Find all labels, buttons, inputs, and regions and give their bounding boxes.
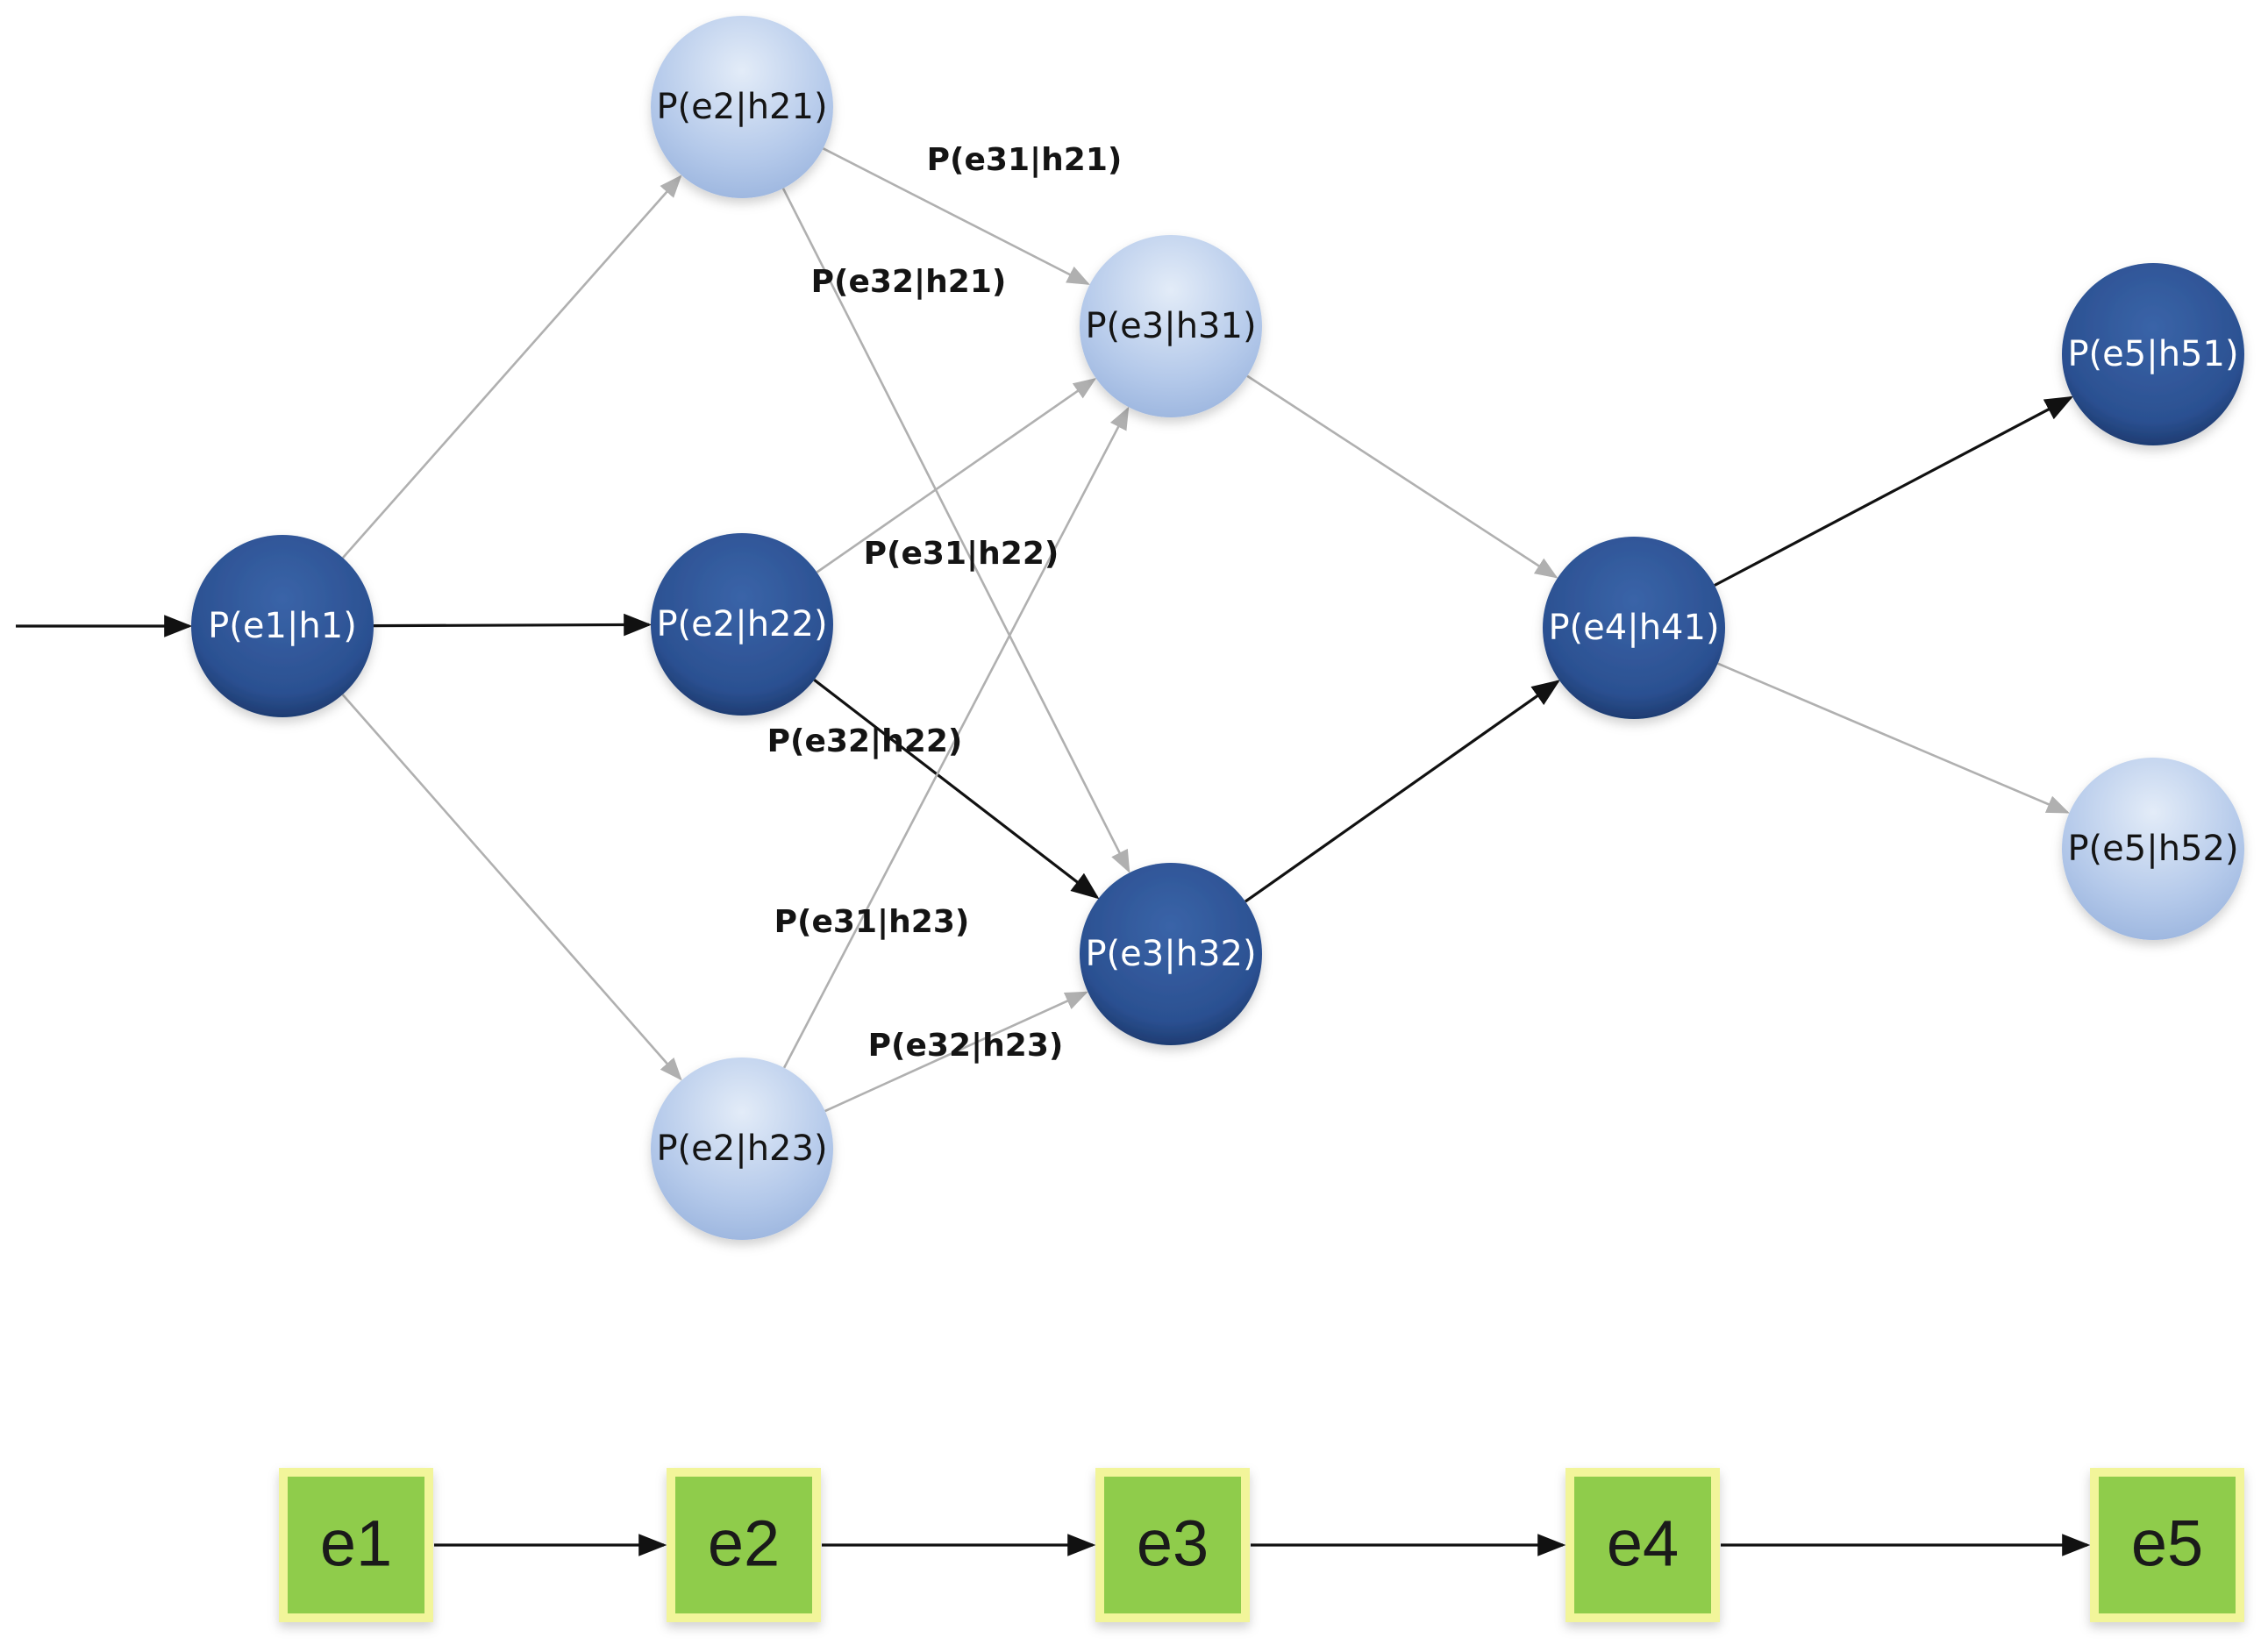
evidence-box-e3: e3 xyxy=(1095,1468,1250,1622)
evidence-box-label: e4 xyxy=(1607,1507,1679,1580)
node-n-e2-h23: P(e2|h23) xyxy=(651,1058,833,1240)
nodes-layer: P(e1|h1) P(e2|h21) P(e2|h22) P(e2|h23) P(e3|… xyxy=(191,16,2244,1240)
edge-n_e2_h23-to-n_e3_h31 xyxy=(782,406,1130,1069)
edge-n_e4_h41-to-n_e5_h52 xyxy=(1717,662,2070,814)
node-label: P(e5|h52) xyxy=(2067,829,2238,869)
edge-n_e2_h22-to-n_e3_h31 xyxy=(816,378,1097,573)
edge-label: P(e32|h21) xyxy=(811,264,1007,300)
evidence-box-label: e3 xyxy=(1137,1507,1209,1580)
edge-label: P(e32|h23) xyxy=(868,1028,1064,1064)
node-label: P(e3|h31) xyxy=(1085,306,1256,346)
node-n-e2-h21: P(e2|h21) xyxy=(651,16,833,198)
evidence-sequence: e1 e2 e3 e4 e5 xyxy=(279,1468,2244,1622)
node-label: P(e2|h21) xyxy=(656,87,827,127)
node-label: P(e2|h22) xyxy=(656,604,827,644)
node-label: P(e5|h51) xyxy=(2067,334,2238,374)
node-circle xyxy=(1080,235,1262,417)
evidence-box-rect xyxy=(279,1468,433,1622)
node-n-e5-h51: P(e5|h51) xyxy=(2062,263,2244,445)
node-circle xyxy=(1543,537,1725,719)
evidence-box-rect xyxy=(2090,1468,2244,1622)
evidence-box-rect xyxy=(667,1468,821,1622)
edge-labels-layer: P(e31|h21) P(e32|h21) P(e31|h22) P(e32|h22)… xyxy=(767,142,1123,1064)
node-circle xyxy=(651,16,833,198)
node-n-e3-h32: P(e3|h32) xyxy=(1080,863,1262,1045)
evidence-box-label: e2 xyxy=(708,1507,780,1580)
edge-n_e3_h32-to-n_e4_h41 xyxy=(1245,680,1560,903)
evidence-box-e4: e4 xyxy=(1565,1468,1720,1622)
edge-n_e1_h1-to-n_e2_h23 xyxy=(341,694,682,1081)
edge-label: P(e31|h23) xyxy=(774,904,970,940)
node-circle xyxy=(2062,263,2244,445)
node-circle xyxy=(651,533,833,716)
node-n-e2-h22: P(e2|h22) xyxy=(651,533,833,716)
node-circle xyxy=(191,535,374,717)
edges-layer xyxy=(16,147,2074,1113)
edge-n_e2_h21-to-n_e3_h31 xyxy=(823,147,1090,285)
edge-n_e3_h31-to-n_e4_h41 xyxy=(1246,374,1558,579)
node-circle xyxy=(2062,758,2244,940)
evidence-box-e5: e5 xyxy=(2090,1468,2244,1622)
evidence-box-e1: e1 xyxy=(279,1468,433,1622)
edge-n_e1_h1-to-n_e2_h22 xyxy=(373,613,653,637)
node-n-e1-h1: P(e1|h1) xyxy=(191,535,374,717)
edge-label: P(e31|h22) xyxy=(864,536,1059,572)
edge-n_e2_h22-to-n_e3_h32 xyxy=(813,679,1100,900)
edge-label: P(e32|h22) xyxy=(767,723,963,759)
node-label: P(e4|h41) xyxy=(1548,608,1719,648)
edge-n_e4_h41-to-n_e5_h51 xyxy=(1714,395,2074,587)
node-n-e3-h31: P(e3|h31) xyxy=(1080,235,1262,417)
node-n-e4-h41: P(e4|h41) xyxy=(1543,537,1725,719)
node-label: P(e3|h32) xyxy=(1085,934,1256,974)
evidence-box-e2: e2 xyxy=(667,1468,821,1622)
evidence-box-label: e1 xyxy=(320,1507,392,1580)
evidence-box-label: e5 xyxy=(2131,1507,2203,1580)
node-circle xyxy=(1080,863,1262,1045)
edge-label: P(e31|h21) xyxy=(927,142,1123,178)
evidence-box-rect xyxy=(1565,1468,1720,1622)
edge-n_e2_h21-to-n_e3_h32 xyxy=(781,188,1130,873)
node-circle xyxy=(651,1058,833,1240)
evidence-box-rect xyxy=(1095,1468,1250,1622)
node-label: P(e2|h23) xyxy=(656,1129,827,1169)
edge-n_e1_h1-to-n_e2_h21 xyxy=(341,174,682,559)
edge-n_e2_h23-to-n_e3_h32 xyxy=(824,991,1088,1113)
node-n-e5-h52: P(e5|h52) xyxy=(2062,758,2244,940)
node-label: P(e1|h1) xyxy=(208,606,357,646)
